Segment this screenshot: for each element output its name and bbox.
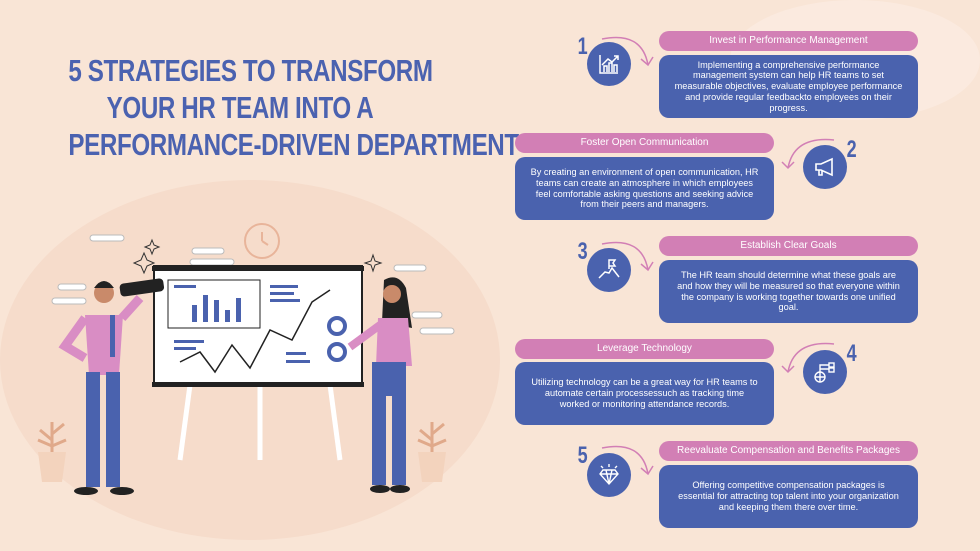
curved-arrow-icon [781,138,835,170]
binoculars [119,278,165,297]
curved-arrow-icon [601,445,654,476]
curved-arrow-icon [601,241,654,272]
title-line: PERFORMANCE-DRIVEN DEPARTMENT [68,127,519,162]
title-line: 5 STRATEGIES TO TRANSFORM [68,53,433,88]
curved-arrow-icon [781,342,835,374]
diamond-icon [587,453,631,497]
megaphone-icon [803,145,847,189]
plant-left [37,422,67,482]
curved-arrow-icon [601,36,654,67]
strategy-description: The HR team should determine what these … [659,260,918,323]
flag-mountain-icon [587,248,631,292]
strategy-heading: Reevaluate Compensation and Benefits Pac… [659,441,918,461]
chart-growth-icon [587,42,631,86]
strategy-heading: Establish Clear Goals [659,236,918,256]
strategy-heading: Leverage Technology [515,339,774,359]
strategy-description: Offering competitive compensation packag… [659,465,918,528]
strategy-heading: Invest in Performance Management [659,31,918,51]
step-number: 5 [577,442,588,469]
strategy-description: By creating an environment of open commu… [515,157,774,220]
strategy-heading: Foster Open Communication [515,133,774,153]
step-number: 2 [846,136,857,163]
step-number: 1 [577,33,588,60]
page-title: 5 STRATEGIES TO TRANSFORM YOUR HR TEAM I… [20,52,519,163]
strategy-description: Utilizing technology can be a great way … [515,362,774,425]
step-number: 3 [577,238,588,265]
network-globe-icon [803,350,847,394]
plant-right [417,422,447,482]
clock-icon [244,223,280,259]
step-number: 4 [846,340,857,367]
strategy-description: Implementing a comprehensive performance… [659,55,918,118]
title-line: YOUR HR TEAM INTO A [106,90,374,125]
presentation-illustration [37,223,455,495]
